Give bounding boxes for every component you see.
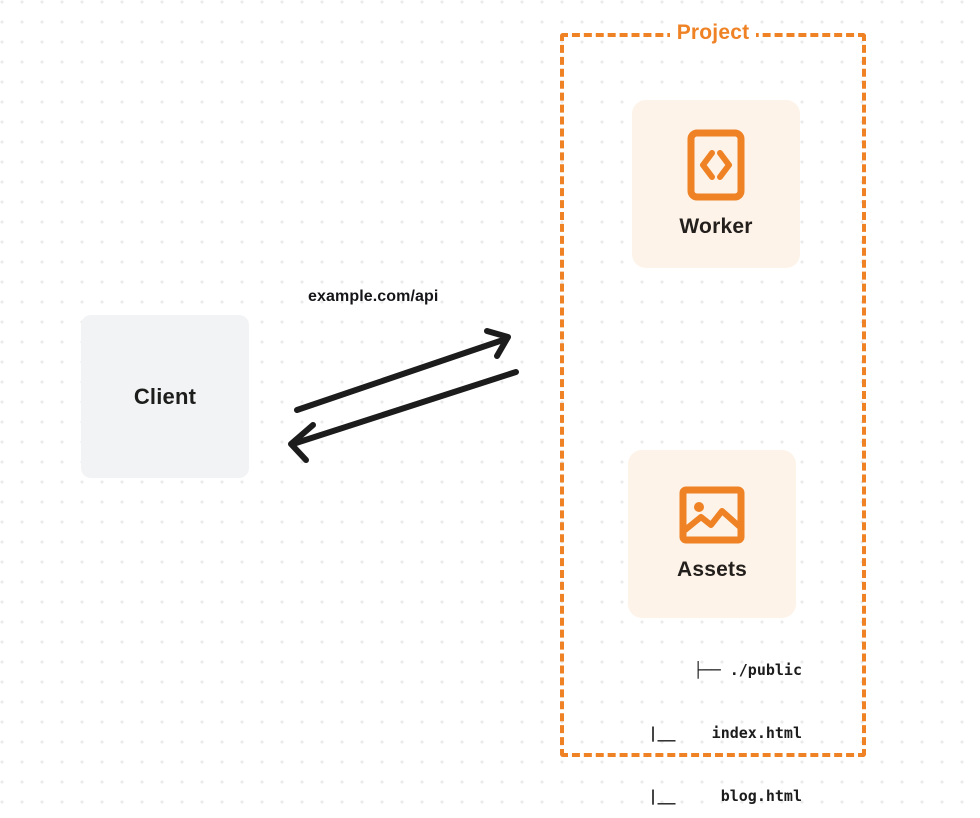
worker-card[interactable]: Worker — [632, 100, 800, 268]
assets-card-label: Assets — [676, 558, 748, 581]
code-brackets-icon — [687, 129, 745, 201]
assets-card[interactable]: Assets — [628, 450, 796, 618]
response-arrow — [288, 369, 519, 463]
worker-card-label: Worker — [679, 215, 753, 238]
image-icon — [679, 486, 745, 544]
project-title: Project — [560, 21, 866, 45]
connection-label: example.com/api — [308, 288, 439, 305]
client-node[interactable]: Client — [81, 315, 249, 478]
file-tree-row: |__ blog.html — [648, 787, 802, 805]
file-tree-row: ├── ./public — [693, 661, 802, 679]
file-tree-row: |__ index.html — [648, 724, 802, 742]
project-title-text: Project — [669, 21, 757, 44]
assets-file-tree: ├── ./public |__ index.html |__ blog.htm… — [600, 618, 802, 818]
client-label: Client — [133, 383, 197, 409]
request-arrow — [294, 328, 511, 413]
